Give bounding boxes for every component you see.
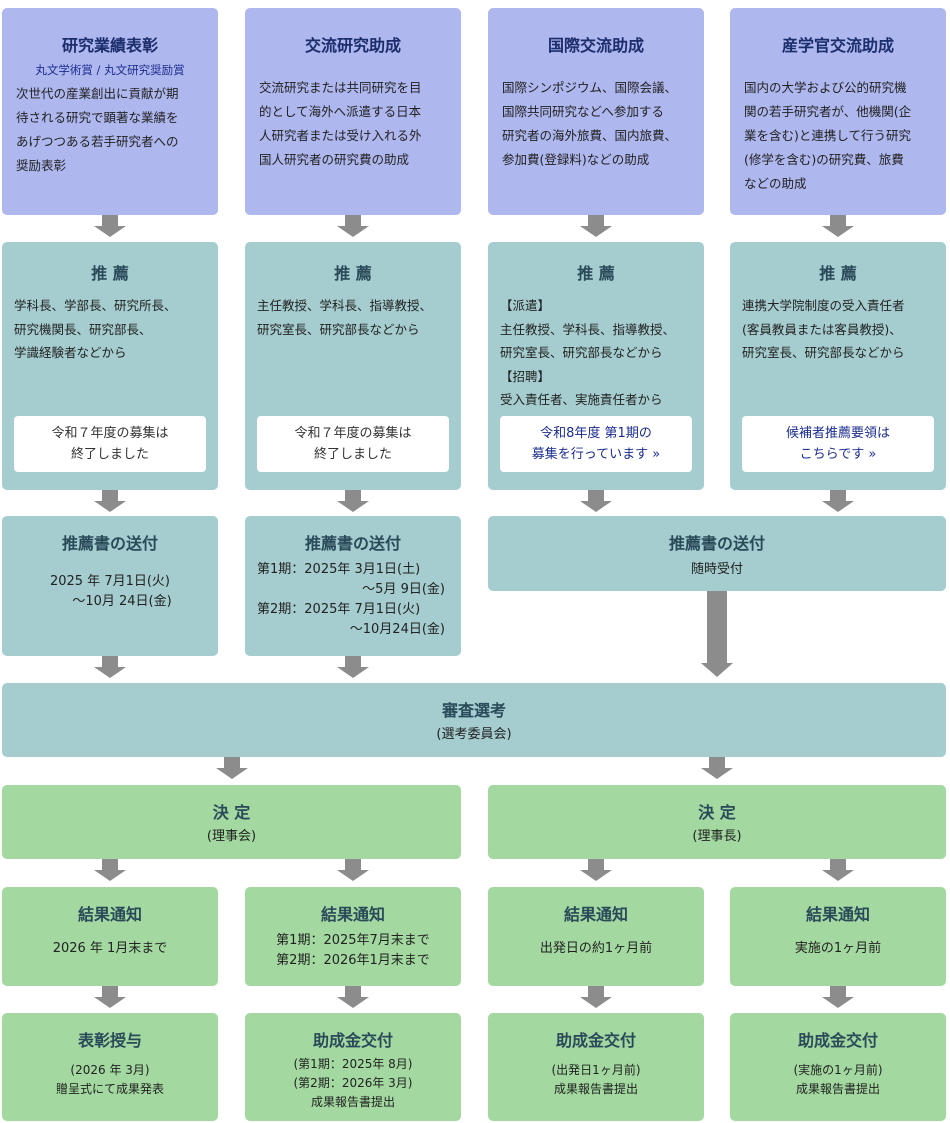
decision-title: 決 定 xyxy=(212,803,251,822)
award-title: 産学官交流助成 xyxy=(781,36,894,55)
send-period: 随時受付 xyxy=(690,562,743,577)
result-timing: 出発日の約1ヶ月前 xyxy=(539,941,653,956)
final-box-3: 助成金交付 (出発日1ヶ月前)成果報告書提出 xyxy=(488,1013,704,1121)
send-period: 第1期：2025年 3月1日(土) ～5月 9日(金) 第2期：2025年 7月… xyxy=(257,562,445,637)
result-box-4: 結果通知 実施の1ヶ月前 xyxy=(730,887,946,986)
recommend-title: 推 薦 xyxy=(334,264,372,283)
award-description: 交流研究または共同研究を目的として海外へ派遣する日本人研究者または受け入れる外国… xyxy=(259,80,422,167)
recommend-list: 連携大学院制度の受入責任者(客員教員または客員教授)、研究室長、研究部長などから xyxy=(742,298,905,360)
result-box-1: 結果通知 2026 年 1月末まで xyxy=(2,887,218,986)
award-title: 研究業績表彰 xyxy=(61,36,158,55)
review-box: 審査選考 (選考委員会) xyxy=(2,683,946,757)
final-detail: (出発日1ヶ月前)成果報告書提出 xyxy=(551,1063,641,1096)
recruitment-open-link[interactable]: 令和8年度 第1期の募集を行っています » xyxy=(500,416,692,472)
award-box-international-exchange: 国際交流助成 国際シンポジウム、国際会議、国際共同研究などへ参加する研究者の海外… xyxy=(488,8,704,215)
send-title: 推薦書の送付 xyxy=(61,534,158,553)
final-title: 表彰授与 xyxy=(77,1031,142,1050)
award-description: 次世代の産業創出に貢献が期待される研究で顕著な業績をあげつつある若手研究者への奨… xyxy=(16,86,179,173)
result-timing: 2026 年 1月末まで xyxy=(52,941,168,956)
award-description: 国内の大学および公的研究機関の若手研究者が、他機関(企業を含む)と連携して行う研… xyxy=(744,80,912,191)
decision-box-board: 決 定 (理事会) xyxy=(2,785,461,859)
award-box-exchange-research: 交流研究助成 交流研究または共同研究を目的として海外へ派遣する日本人研究者または… xyxy=(245,8,461,215)
result-title: 結果通知 xyxy=(320,905,385,924)
recommendation-guidelines-link[interactable]: 候補者推薦要領はこちらです » xyxy=(742,416,934,472)
send-title: 推薦書の送付 xyxy=(668,534,765,553)
review-committee: (選考委員会) xyxy=(436,727,512,742)
send-box-1: 推薦書の送付 2025 年 7月1日(火)～10月 24日(金) xyxy=(2,516,218,656)
recommend-title: 推 薦 xyxy=(577,264,615,283)
award-box-industry-academia: 産学官交流助成 国内の大学および公的研究機関の若手研究者が、他機関(企業を含む)… xyxy=(730,8,946,215)
final-title: 助成金交付 xyxy=(555,1031,636,1050)
award-title: 交流研究助成 xyxy=(304,36,401,55)
award-subtitle: 丸文学術賞 / 丸文研究奨励賞 xyxy=(35,63,185,77)
recommend-title: 推 薦 xyxy=(91,264,129,283)
send-box-3: 推薦書の送付 随時受付 xyxy=(488,516,946,591)
result-timing: 第1期：2025年7月末まで第2期：2026年1月末まで xyxy=(276,933,430,968)
result-box-3: 結果通知 出発日の約1ヶ月前 xyxy=(488,887,704,986)
award-box-research-achievement: 研究業績表彰 丸文学術賞 / 丸文研究奨励賞 次世代の産業創出に貢献が期待される… xyxy=(2,8,218,215)
recommend-box-1: 推 薦 学科長、学部長、研究所長、研究機関長、研究部長、学識経験者などから 令和… xyxy=(2,242,218,490)
final-box-2: 助成金交付 (第1期：2025年 8月)(第2期：2026年 3月)成果報告書提… xyxy=(245,1013,461,1121)
recommend-title: 推 薦 xyxy=(819,264,857,283)
send-box-2: 推薦書の送付 第1期：2025年 3月1日(土) ～5月 9日(金) 第2期：2… xyxy=(245,516,461,656)
result-title: 結果通知 xyxy=(77,905,142,924)
result-title: 結果通知 xyxy=(805,905,870,924)
recommend-box-2: 推 薦 主任教授、学科長、指導教授、研究室長、研究部長などから 令和７年度の募集… xyxy=(245,242,461,490)
review-title: 審査選考 xyxy=(441,701,506,720)
recommend-list: 【派遣】主任教授、学科長、指導教授、研究室長、研究部長などから【招聘】受入責任者… xyxy=(500,298,676,407)
final-title: 助成金交付 xyxy=(312,1031,393,1050)
result-title: 結果通知 xyxy=(563,905,628,924)
decision-body: (理事会) xyxy=(206,829,257,844)
send-title: 推薦書の送付 xyxy=(304,534,401,553)
decision-body: (理事長) xyxy=(692,829,742,844)
final-box-4: 助成金交付 (実施の1ヶ月前)成果報告書提出 xyxy=(730,1013,946,1121)
final-box-1: 表彰授与 (2026 年 3月)贈呈式にて成果発表 xyxy=(2,1013,218,1121)
final-detail: (2026 年 3月)贈呈式にて成果発表 xyxy=(55,1063,164,1096)
result-timing: 実施の1ヶ月前 xyxy=(794,941,882,956)
recommend-box-3: 推 薦 【派遣】主任教授、学科長、指導教授、研究室長、研究部長などから【招聘】受… xyxy=(488,242,704,490)
send-period: 2025 年 7月1日(火)～10月 24日(金) xyxy=(49,574,172,609)
final-detail: (実施の1ヶ月前)成果報告書提出 xyxy=(793,1063,883,1096)
recommend-list: 学科長、学部長、研究所長、研究機関長、研究部長、学識経験者などから xyxy=(14,298,177,360)
recruitment-closed-notice: 令和７年度の募集は終了しました xyxy=(257,416,449,472)
recommend-box-4: 推 薦 連携大学院制度の受入責任者(客員教員または客員教授)、研究室長、研究部長… xyxy=(730,242,946,490)
award-description: 国際シンポジウム、国際会議、国際共同研究などへ参加する研究者の海外旅費、国内旅費… xyxy=(502,80,678,167)
award-title: 国際交流助成 xyxy=(547,36,644,55)
recruitment-closed-notice: 令和７年度の募集は終了しました xyxy=(14,416,206,472)
result-box-2: 結果通知 第1期：2025年7月末まで第2期：2026年1月末まで xyxy=(245,887,461,986)
decision-box-chairman: 決 定 (理事長) xyxy=(488,785,946,859)
recommend-list: 主任教授、学科長、指導教授、研究室長、研究部長などから xyxy=(257,298,433,337)
decision-title: 決 定 xyxy=(698,803,736,822)
final-detail: (第1期：2025年 8月)(第2期：2026年 3月)成果報告書提出 xyxy=(293,1057,413,1109)
final-title: 助成金交付 xyxy=(797,1031,878,1050)
